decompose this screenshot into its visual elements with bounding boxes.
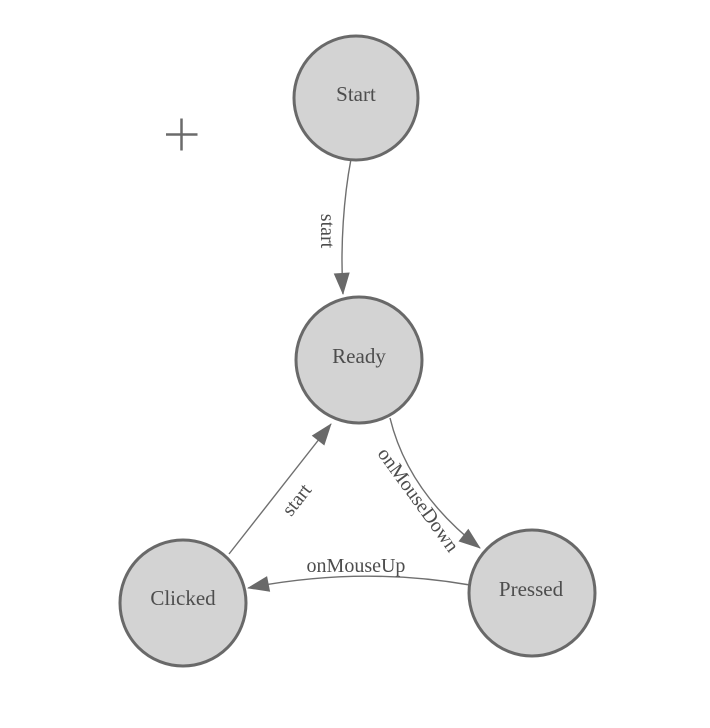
node-start-circle[interactable] (292, 34, 420, 162)
edge-clicked-to-ready[interactable] (228, 423, 332, 555)
node-start[interactable]: Start (292, 34, 420, 162)
edge-label-start-to-ready: start (316, 214, 338, 249)
node-ready-circle[interactable] (294, 295, 424, 425)
node-pressed-circle[interactable] (467, 528, 597, 658)
node-pressed[interactable]: Pressed (467, 528, 597, 658)
edge-ready-to-pressed[interactable] (389, 417, 481, 549)
node-ready[interactable]: Ready (294, 295, 424, 425)
node-start-label: Start (336, 82, 376, 106)
crosshair-cursor-icon (166, 118, 198, 151)
node-clicked-label: Clicked (150, 586, 216, 610)
node-clicked-circle[interactable] (118, 538, 248, 668)
edge-pressed-to-clicked[interactable] (247, 575, 471, 592)
node-ready-label: Ready (332, 344, 386, 368)
edge-label-ready-to-pressed: onMouseDown (373, 444, 463, 557)
edge-label-pressed-to-clicked: onMouseUp (307, 555, 406, 577)
node-clicked[interactable]: Clicked (118, 538, 248, 668)
edge-start-to-ready[interactable] (333, 158, 352, 295)
node-pressed-label: Pressed (499, 577, 564, 601)
